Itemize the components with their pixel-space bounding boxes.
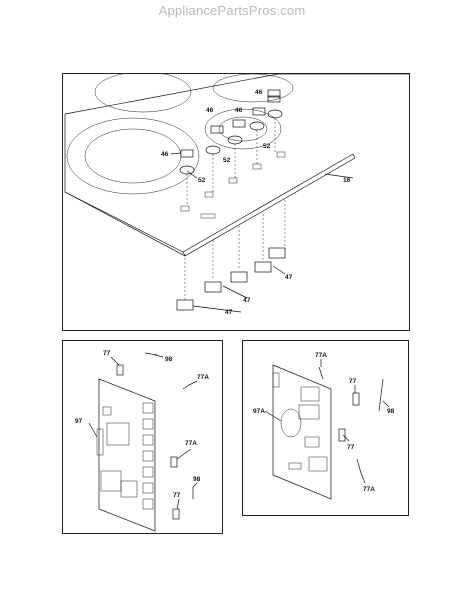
circuit-board — [98, 378, 156, 532]
callout-97: 97 — [75, 418, 83, 425]
callout-97A: 97A — [253, 408, 265, 415]
callout-46c: 46 — [235, 107, 243, 114]
components — [96, 406, 138, 498]
leader-lines-bl — [88, 354, 198, 510]
callout-52a: 52 — [198, 177, 206, 184]
cooktop-drawing: 46 46 46 46 52 52 52 16 47 47 47 — [64, 74, 409, 316]
knob-caps — [180, 89, 281, 158]
circuit-board-right — [272, 364, 332, 500]
infinite-switches — [176, 247, 286, 311]
relay-column — [142, 402, 154, 510]
standoffs-screws — [116, 352, 194, 520]
callout-46b: 46 — [206, 107, 214, 114]
callout-98-right: 98 — [387, 408, 395, 415]
callout-52b: 52 — [223, 157, 231, 164]
callout-77A-upper: 77A — [197, 374, 209, 381]
callout-77-lower: 77 — [173, 492, 181, 499]
callout-98: 98 — [165, 356, 173, 363]
callout-77: 77 — [103, 350, 111, 357]
glass-front-edge — [64, 191, 186, 257]
burner-rear-left — [94, 74, 192, 113]
callout-77A-bottom: 77A — [363, 486, 375, 493]
knob-seals — [179, 109, 283, 175]
standoffs-screws-right — [318, 366, 384, 474]
callout-47a: 47 — [285, 274, 293, 281]
leader-lines-br — [264, 359, 390, 484]
callout-77A-top: 77A — [315, 352, 327, 359]
watermark: AppliancePartsPros.com — [158, 3, 306, 18]
callout-16: 16 — [343, 177, 351, 184]
burner-right-inner — [218, 116, 268, 142]
callout-46d: 46 — [255, 89, 263, 96]
burner-rear-right — [212, 74, 294, 103]
control-board-drawing-right: 77A 77 98 97A 77 77A — [253, 352, 395, 500]
callout-46a: 46 — [161, 151, 169, 158]
callout-52c: 52 — [263, 143, 271, 150]
callout-77-mid: 77 — [347, 444, 355, 451]
burner-right-outer — [204, 108, 282, 150]
control-board-panel-right: 77A 77 98 97A 77 77A — [242, 340, 409, 516]
control-board-drawing-left: 77 98 77A 97 77A 98 77 — [75, 350, 209, 532]
callout-77A-lower: 77A — [185, 440, 197, 447]
callout-47c: 47 — [225, 309, 233, 316]
control-windows — [180, 151, 286, 219]
callout-47b: 47 — [243, 297, 251, 304]
components-right — [272, 372, 328, 472]
burner-large-outer — [66, 117, 200, 195]
callout-77-top: 77 — [349, 378, 357, 385]
assembly-lines — [184, 118, 286, 300]
callout-98-lower: 98 — [193, 476, 201, 483]
glass-top-outline — [64, 74, 409, 257]
leader-lines — [170, 152, 354, 313]
cooktop-diagram-panel: 46 46 46 46 52 52 52 16 47 47 47 — [62, 73, 410, 331]
control-board-panel-left: 77 98 77A 97 77A 98 77 — [62, 340, 223, 534]
